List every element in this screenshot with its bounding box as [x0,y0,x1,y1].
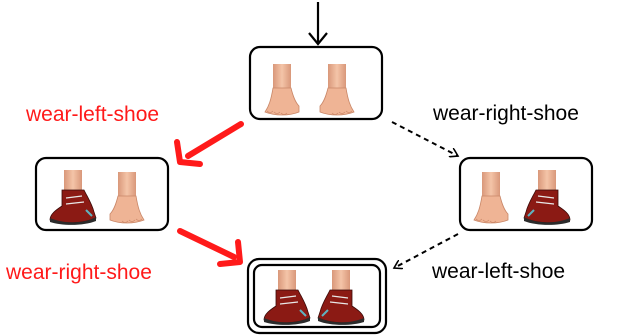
label-black-wear-right-shoe: wear-right-shoe [433,102,579,125]
dashed-arrow-wear-right-shoe [391,121,458,156]
state-both-shoes-on [246,257,388,335]
label-red-wear-left-shoe: wear-left-shoe [26,103,160,126]
label-red-wear-right-shoe: wear-right-shoe [6,261,152,284]
dashed-arrow-wear-left-shoe [394,233,459,268]
state-left-shoe-on [34,156,170,232]
state-start [248,45,384,121]
state-right-shoe-on [458,156,594,232]
red-arrow-wear-right-shoe [177,228,243,267]
start-arrow [308,2,328,46]
label-black-wear-left-shoe: wear-left-shoe [432,260,566,283]
red-arrow-wear-left-shoe [174,121,244,167]
